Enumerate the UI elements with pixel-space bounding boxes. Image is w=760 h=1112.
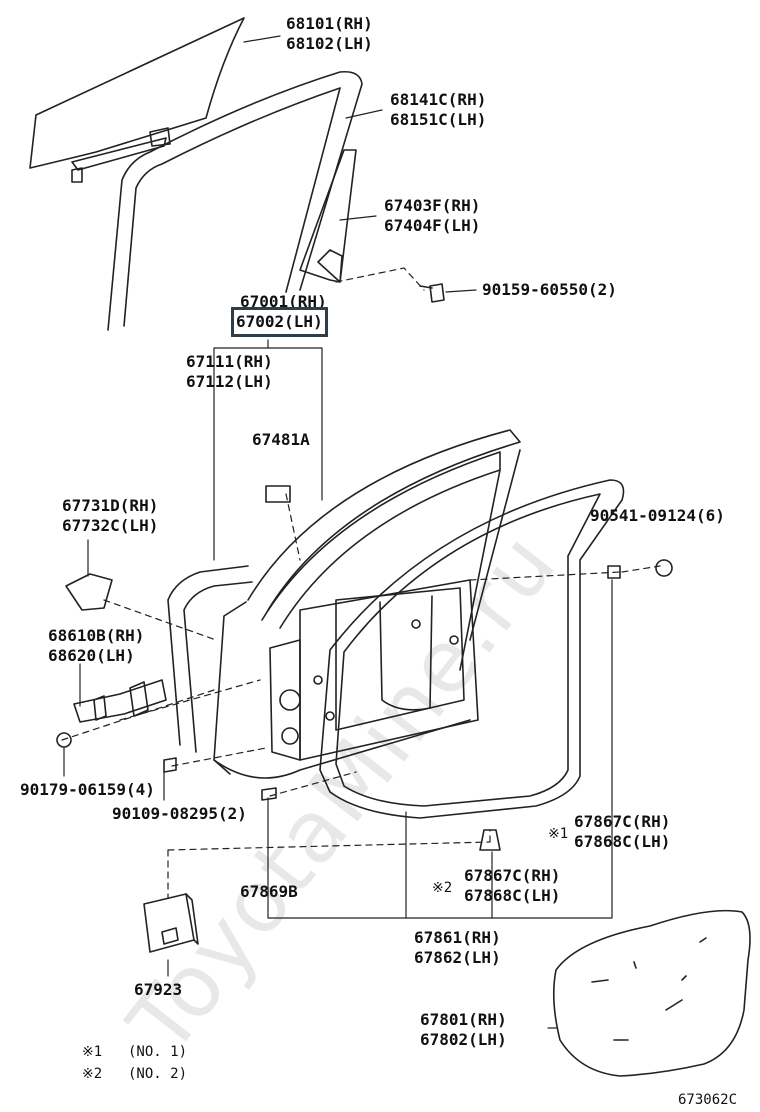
label-part-67869b: 67869B	[240, 882, 298, 901]
label-rear-sash-lh: 67404F(LH)	[384, 216, 481, 235]
label-bolt-90541: 90541-09124(6)	[590, 506, 725, 525]
label-check-68620-lh: 68620(LH)	[48, 646, 135, 665]
legend-text-2: (NO. 2)	[128, 1066, 188, 1082]
weatherstrip	[319, 479, 625, 819]
bolts	[56, 485, 673, 851]
label-weatherstrip-lh: 67862(LH)	[414, 948, 501, 967]
label-clip2-rh: 67867C(RH)	[464, 866, 561, 885]
legend-mark-2: ※2	[82, 1066, 103, 1082]
label-run-channel-rh: 68141C(RH)	[390, 90, 487, 109]
label-bolt-90159: 90159-60550(2)	[482, 280, 617, 299]
label-module-67923: 67923	[134, 980, 183, 999]
door-glass	[29, 17, 245, 183]
label-clip1-rh: 67867C(RH)	[574, 812, 671, 831]
label-outer-panel-rh: 67111(RH)	[186, 352, 273, 371]
label-cover-67732-lh: 67732C(LH)	[62, 516, 159, 535]
door-module	[143, 893, 199, 953]
label-outer-panel-lh: 67112(LH)	[186, 372, 273, 391]
diagram-code: 673062C	[678, 1092, 738, 1108]
label-mark1: ※1	[548, 826, 569, 842]
label-pad-67481a: 67481A	[252, 430, 310, 449]
door-inner-frame	[269, 579, 479, 761]
label-weatherstrip-rh: 67861(RH)	[414, 928, 501, 947]
label-bolt-90109: 90109-08295(2)	[112, 804, 247, 823]
rear-sash	[299, 149, 357, 283]
label-bolt-90179: 90179-06159(4)	[20, 780, 155, 799]
legend-mark-1: ※1	[82, 1044, 103, 1060]
label-clip1-lh: 67868C(LH)	[574, 832, 671, 851]
label-run-channel-lh: 68151C(LH)	[390, 110, 487, 129]
label-door-panel-lh: 67002(LH)	[231, 307, 328, 337]
door-check	[73, 679, 167, 723]
label-check-68610-rh: 68610B(RH)	[48, 626, 145, 645]
label-glass-rh: 68101(RH)	[286, 14, 373, 33]
bolt-90159	[419, 283, 445, 303]
run-channel	[107, 70, 363, 331]
label-door-panel-rh: 67001(RH)	[240, 292, 327, 311]
label-hole-cover-lh: 67802(LH)	[420, 1030, 507, 1049]
leader-lines	[63, 35, 613, 1029]
dashed-lines	[61, 267, 661, 899]
label-clip2-lh: 67868C(LH)	[464, 886, 561, 905]
legend-text-1: (NO. 1)	[128, 1044, 188, 1060]
label-mark2: ※2	[432, 880, 453, 896]
hole-cover	[552, 909, 751, 1077]
label-glass-lh: 68102(LH)	[286, 34, 373, 53]
label-rear-sash-rh: 67403F(RH)	[384, 196, 481, 215]
door-shell	[167, 429, 521, 779]
label-cover-67731-rh: 67731D(RH)	[62, 496, 159, 515]
label-hole-cover-rh: 67801(RH)	[420, 1010, 507, 1029]
hinge-cover	[65, 573, 113, 611]
